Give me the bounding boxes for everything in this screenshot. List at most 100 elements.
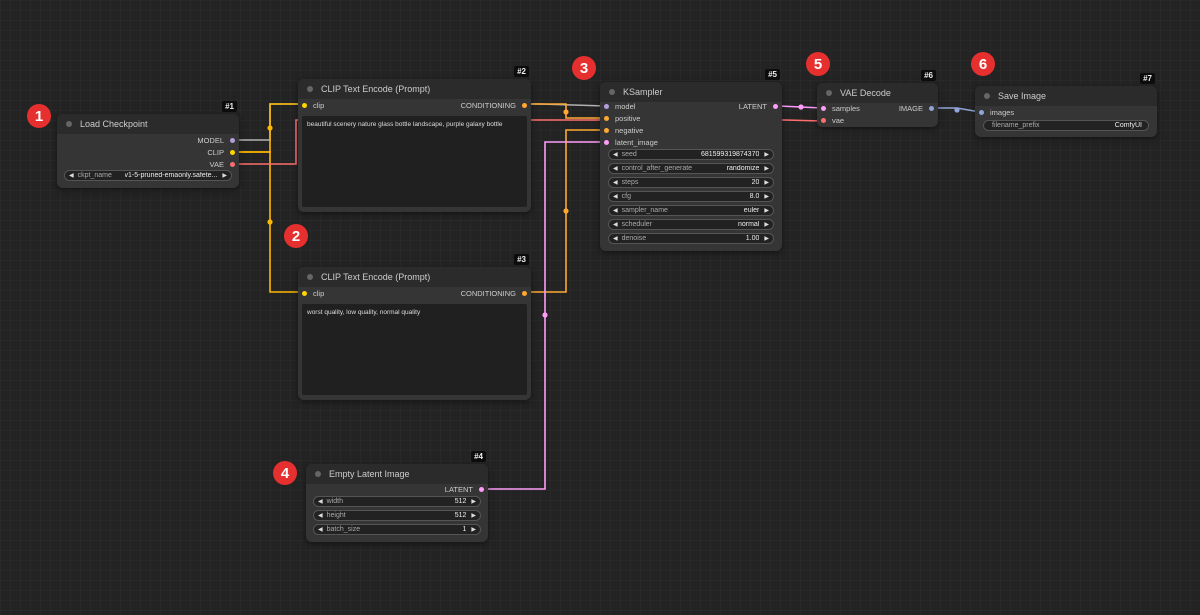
port-label: negative xyxy=(615,125,644,135)
input-dot-icon[interactable] xyxy=(302,290,307,296)
arrow-left-icon[interactable]: ◀ xyxy=(318,513,323,519)
arrow-right-icon[interactable]: ▶ xyxy=(764,152,769,158)
input-dot-icon[interactable] xyxy=(604,139,609,145)
arrow-right-icon[interactable]: ▶ xyxy=(764,194,769,200)
arrow-left-icon[interactable]: ◀ xyxy=(69,173,74,179)
collapse-dot-icon[interactable] xyxy=(609,89,615,95)
node-empty-latent-image[interactable]: #4 Empty Latent Image LATENT ◀ width 512… xyxy=(306,451,488,542)
arrow-left-icon[interactable]: ◀ xyxy=(318,499,323,505)
node-header[interactable]: CLIP Text Encode (Prompt) xyxy=(298,267,531,287)
node-id: #4 xyxy=(471,451,486,462)
input-clip[interactable]: clip xyxy=(302,99,324,111)
widget-scheduler[interactable]: ◀ scheduler normal ▶ xyxy=(608,219,774,230)
arrow-right-icon[interactable]: ▶ xyxy=(222,173,227,179)
arrow-left-icon[interactable]: ◀ xyxy=(613,152,618,158)
link-samples xyxy=(778,105,823,109)
output-dot-icon[interactable] xyxy=(522,102,527,108)
arrow-right-icon[interactable]: ▶ xyxy=(764,222,769,228)
widget-sampler-name[interactable]: ◀ sampler_name euler ▶ xyxy=(608,205,774,216)
output-model[interactable]: MODEL xyxy=(197,134,235,146)
output-dot-icon[interactable] xyxy=(230,161,235,167)
arrow-left-icon[interactable]: ◀ xyxy=(613,208,618,214)
input-dot-icon[interactable] xyxy=(302,102,307,108)
widget-seed[interactable]: ◀ seed 681599319874370 ▶ xyxy=(608,149,774,160)
prompt-textarea[interactable]: beautiful scenery nature glass bottle la… xyxy=(302,116,527,207)
link-conditioning-positive xyxy=(526,103,606,119)
node-load-checkpoint[interactable]: #1 Load Checkpoint MODEL CLIP VAE ◀ ckpt… xyxy=(57,101,239,188)
arrow-left-icon[interactable]: ◀ xyxy=(613,194,618,200)
input-positive[interactable]: positive xyxy=(604,112,640,124)
widget-height[interactable]: ◀ height 512 ▶ xyxy=(313,510,481,521)
port-label: samples xyxy=(832,103,860,113)
node-vae-decode[interactable]: #6 VAE Decode samples vae IMAGE xyxy=(817,70,938,127)
input-samples[interactable]: samples xyxy=(821,102,860,114)
output-dot-icon[interactable] xyxy=(479,486,484,492)
node-clip-text-encode-positive[interactable]: #2 CLIP Text Encode (Prompt) clip CONDIT… xyxy=(298,66,531,212)
collapse-dot-icon[interactable] xyxy=(315,471,321,477)
widget-label: height xyxy=(326,512,346,519)
collapse-dot-icon[interactable] xyxy=(984,93,990,99)
prompt-textarea[interactable]: worst quality, low quality, normal quali… xyxy=(302,304,527,395)
input-latent-image[interactable]: latent_image xyxy=(604,136,658,148)
arrow-right-icon[interactable]: ▶ xyxy=(764,180,769,186)
arrow-right-icon[interactable]: ▶ xyxy=(764,166,769,172)
reroute-dot xyxy=(563,109,569,115)
widget-steps[interactable]: ◀ steps 20 ▶ xyxy=(608,177,774,188)
node-ksampler[interactable]: #5 KSampler model positive negative late… xyxy=(600,69,782,251)
collapse-dot-icon[interactable] xyxy=(307,274,313,280)
output-conditioning[interactable]: CONDITIONING xyxy=(461,99,527,111)
output-latent[interactable]: LATENT xyxy=(739,100,778,112)
node-header[interactable]: KSampler xyxy=(600,82,782,102)
arrow-left-icon[interactable]: ◀ xyxy=(318,527,323,533)
input-images[interactable]: images xyxy=(979,106,1014,118)
arrow-right-icon[interactable]: ▶ xyxy=(471,527,476,533)
output-dot-icon[interactable] xyxy=(230,149,235,155)
output-clip[interactable]: CLIP xyxy=(207,146,235,158)
widget-width[interactable]: ◀ width 512 ▶ xyxy=(313,496,481,507)
collapse-dot-icon[interactable] xyxy=(826,90,832,96)
widget-control-after-generate[interactable]: ◀ control_after_generate randomize ▶ xyxy=(608,163,774,174)
input-dot-icon[interactable] xyxy=(604,115,609,121)
node-header[interactable]: Empty Latent Image xyxy=(306,464,488,484)
arrow-left-icon[interactable]: ◀ xyxy=(613,180,618,186)
node-header[interactable]: Save Image xyxy=(975,86,1157,106)
arrow-left-icon[interactable]: ◀ xyxy=(613,236,618,242)
output-image[interactable]: IMAGE xyxy=(899,102,934,114)
input-vae[interactable]: vae xyxy=(821,114,844,126)
input-dot-icon[interactable] xyxy=(821,105,826,111)
input-clip[interactable]: clip xyxy=(302,287,324,299)
arrow-right-icon[interactable]: ▶ xyxy=(471,499,476,505)
arrow-left-icon[interactable]: ◀ xyxy=(613,166,618,172)
arrow-right-icon[interactable]: ▶ xyxy=(764,236,769,242)
arrow-left-icon[interactable]: ◀ xyxy=(613,222,618,228)
node-save-image[interactable]: #7 Save Image images filename_prefix Com… xyxy=(975,73,1157,137)
node-clip-text-encode-negative[interactable]: #3 CLIP Text Encode (Prompt) clip CONDIT… xyxy=(298,254,531,400)
node-header[interactable]: Load Checkpoint xyxy=(57,114,239,134)
input-dot-icon[interactable] xyxy=(604,127,609,133)
input-negative[interactable]: negative xyxy=(604,124,643,136)
output-dot-icon[interactable] xyxy=(522,290,527,296)
output-dot-icon[interactable] xyxy=(929,105,934,111)
output-vae[interactable]: VAE xyxy=(210,158,235,170)
widget-cfg[interactable]: ◀ cfg 8.0 ▶ xyxy=(608,191,774,202)
node-header[interactable]: CLIP Text Encode (Prompt) xyxy=(298,79,531,99)
node-header[interactable]: VAE Decode xyxy=(817,83,938,103)
input-dot-icon[interactable] xyxy=(821,117,826,123)
input-dot-icon[interactable] xyxy=(604,103,609,109)
widget-ckpt-name[interactable]: ◀ ckpt_name v1-5-pruned-emaonly.safete..… xyxy=(64,170,232,181)
widget-batch-size[interactable]: ◀ batch_size 1 ▶ xyxy=(313,524,481,535)
arrow-right-icon[interactable]: ▶ xyxy=(764,208,769,214)
output-latent[interactable]: LATENT xyxy=(445,483,484,495)
collapse-dot-icon[interactable] xyxy=(66,121,72,127)
output-dot-icon[interactable] xyxy=(773,103,778,109)
arrow-right-icon[interactable]: ▶ xyxy=(471,513,476,519)
output-conditioning[interactable]: CONDITIONING xyxy=(461,287,527,299)
input-dot-icon[interactable] xyxy=(979,109,984,115)
input-model[interactable]: model xyxy=(604,100,635,112)
widget-filename-prefix[interactable]: filename_prefix ComfyUI xyxy=(983,120,1149,131)
widget-label: width xyxy=(326,498,343,505)
collapse-dot-icon[interactable] xyxy=(307,86,313,92)
widget-denoise[interactable]: ◀ denoise 1.00 ▶ xyxy=(608,233,774,244)
output-dot-icon[interactable] xyxy=(230,137,235,143)
